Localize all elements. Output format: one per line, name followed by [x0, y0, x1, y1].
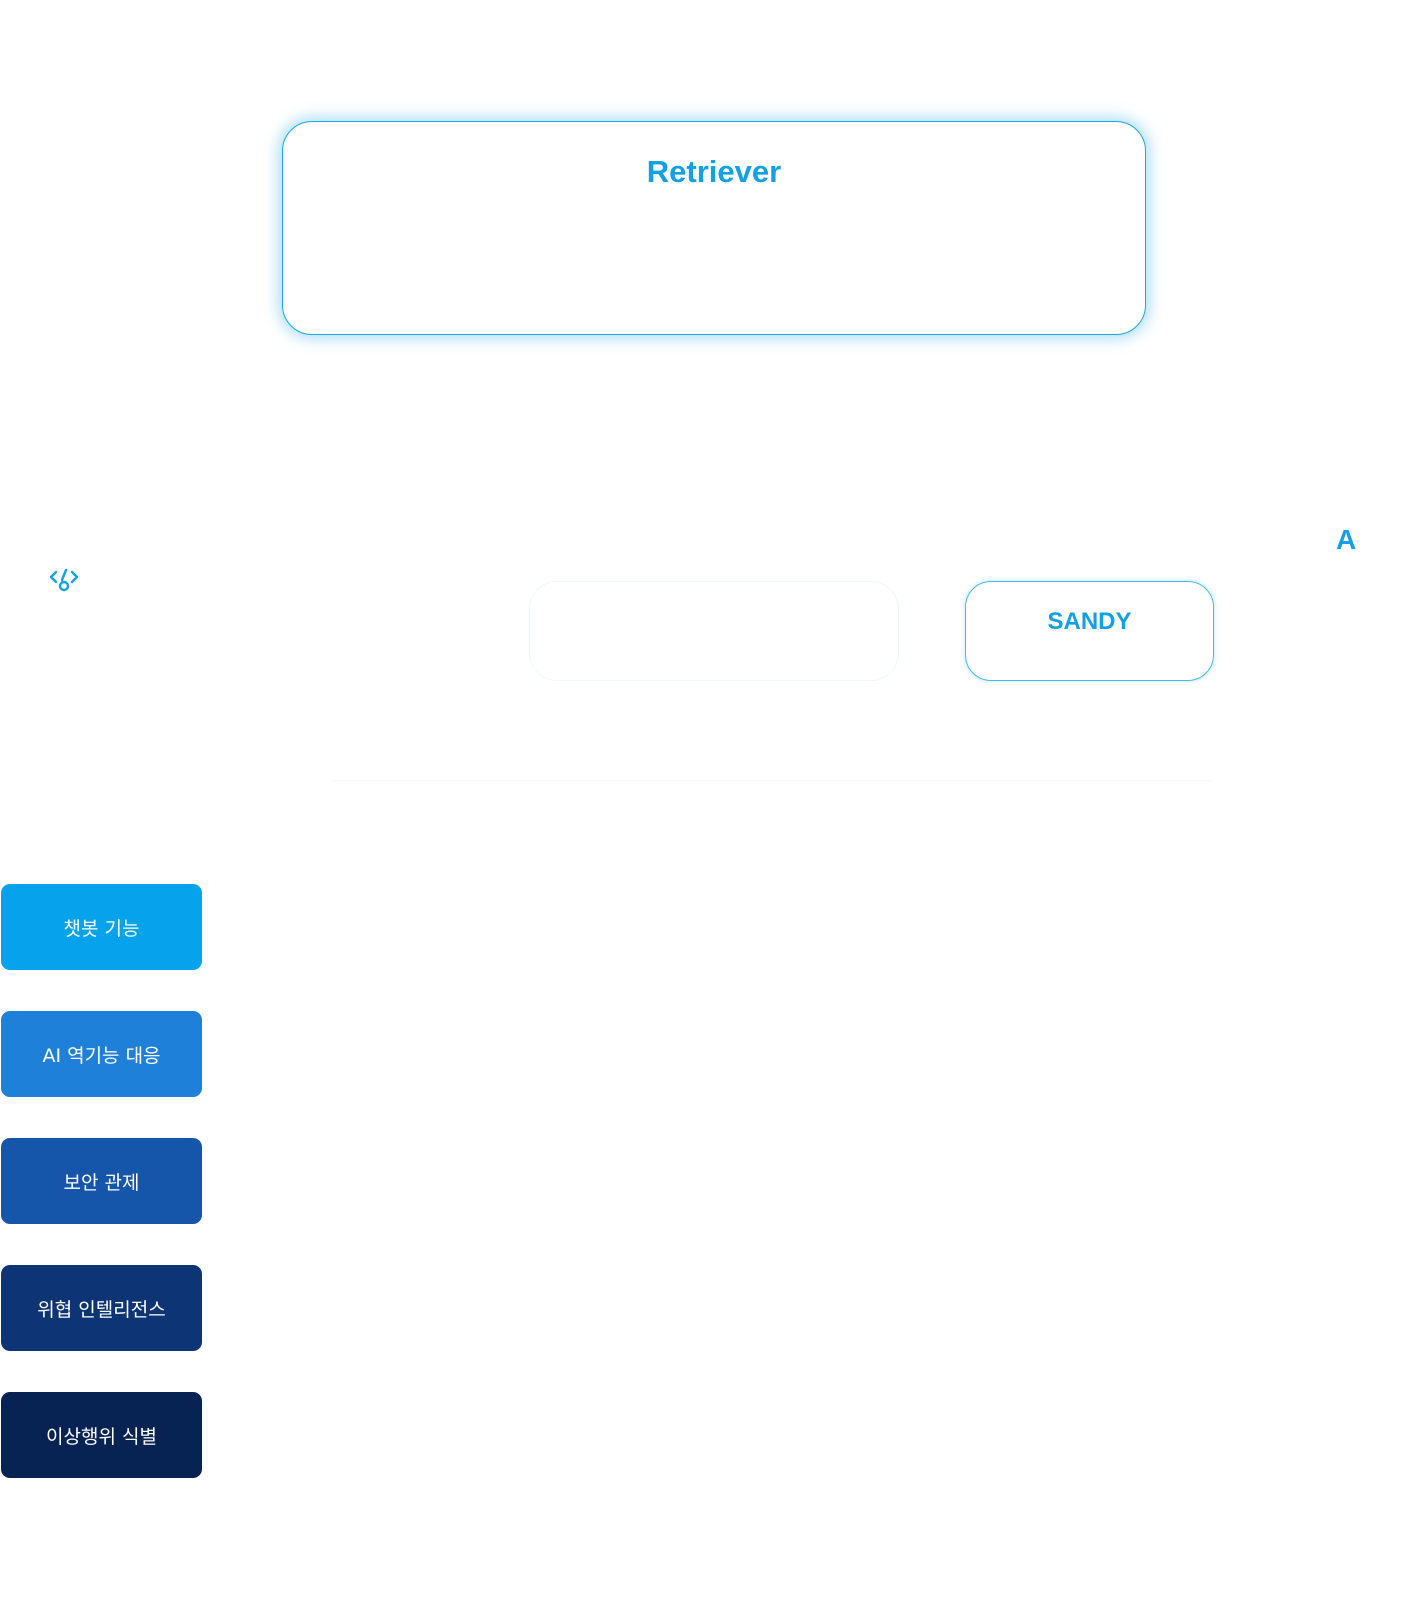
button-label: 이상행위 식별: [46, 1425, 157, 1448]
chatbot-feature-button[interactable]: 챗봇 기능: [1, 884, 202, 970]
anomaly-detection-button[interactable]: 이상행위 식별: [1, 1392, 202, 1478]
empty-box: [529, 581, 899, 681]
threat-intelligence-button[interactable]: 위협 인텔리전스: [1, 1265, 202, 1351]
button-label: 보안 관제: [63, 1171, 140, 1194]
button-label: 위협 인텔리전스: [37, 1298, 166, 1321]
code-icon: [49, 568, 79, 592]
top-right-letter: A: [1336, 524, 1357, 555]
retriever-box: Retriever: [282, 121, 1146, 335]
button-label: AI 역기능 대응: [42, 1044, 161, 1067]
security-monitoring-button[interactable]: 보안 관제: [1, 1138, 202, 1224]
sandy-label: SANDY: [1047, 608, 1132, 635]
sandy-box: SANDY: [965, 581, 1214, 681]
divider: [332, 780, 1212, 781]
ai-dysfunction-response-button[interactable]: AI 역기능 대응: [1, 1011, 202, 1097]
button-label: 챗봇 기능: [63, 917, 140, 940]
retriever-title: Retriever: [646, 154, 782, 189]
